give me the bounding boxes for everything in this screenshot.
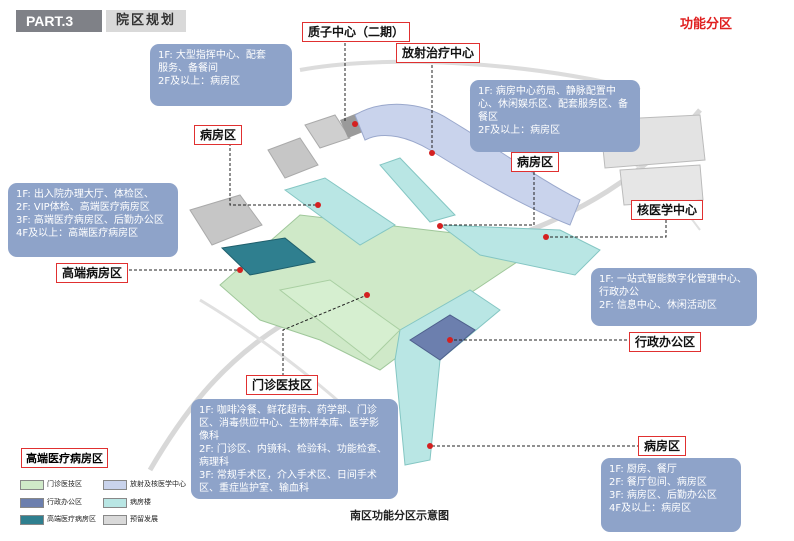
legend-swatch <box>103 498 127 508</box>
markers <box>237 121 549 449</box>
road-curve <box>299 59 641 92</box>
legend-label: 放射及核医学中心 <box>130 480 186 488</box>
leader-line <box>282 294 368 376</box>
grey-building <box>189 194 263 246</box>
label-ward-bottom: 病房区 <box>638 436 687 456</box>
box-line: 1F: 病房中心药局、静脉配置中 <box>478 86 616 97</box>
box-line: 4F及以上：病房区 <box>609 503 692 514</box>
box-line: 区、消毒供应中心、生物样本库、医学影 <box>199 418 379 429</box>
legend-label: 高端医疗病房区 <box>47 515 96 523</box>
leader-line <box>229 143 318 206</box>
marker-dot <box>364 292 370 298</box>
box-line: 1F: 咖啡冷餐、鲜花超市、药学部、门诊 <box>199 405 377 416</box>
box-line: 1F: 出入院办理大厅、体检区、 <box>16 189 154 200</box>
marker-dot <box>543 234 549 240</box>
box-line: 3F: 常规手术区，介入手术区、日间手术 <box>199 470 377 481</box>
grey-building <box>304 114 351 149</box>
box-line: 2F: 餐厅包间、病房区 <box>609 477 707 488</box>
box-line: 1F: 一站式智能数字化管理中心、 <box>599 274 747 285</box>
marker-dot <box>352 121 358 127</box>
desc-box-bottom-right: 1F: 厨房、餐厅 2F: 餐厅包间、病房区 3F: 病房区、后勤办公区 4F及… <box>601 458 741 532</box>
box-line: 服务、备餐间 <box>158 63 218 74</box>
legend-label: 预留发展 <box>130 515 158 523</box>
marker-dot <box>437 223 443 229</box>
ward-arm-southwest <box>278 279 401 361</box>
legend-swatch <box>103 515 127 525</box>
radiation-center-building <box>354 103 581 226</box>
label-outpatient: 门诊医技区 <box>246 375 319 395</box>
box-line: 心、休闲娱乐区、配套服务区、备 <box>478 99 628 110</box>
legend-swatch <box>20 480 44 490</box>
label-proton-center: 质子中心（二期） <box>302 22 411 42</box>
ward-arm-center <box>379 157 456 223</box>
desc-box-right: 1F: 一站式智能数字化管理中心、 行政办公 2F: 信息中心、休闲活动区 <box>591 268 757 326</box>
box-line: 1F: 厨房、餐厅 <box>609 464 677 475</box>
box-line: 1F: 大型指挥中心、配套 <box>158 50 266 61</box>
box-line: 区、重症监护室、输血科 <box>199 483 309 494</box>
label-nuclear-medicine: 核医学中心 <box>631 200 704 220</box>
part-badge: PART.3 <box>16 10 102 32</box>
section-title: 院区规划 <box>106 10 186 32</box>
label-high-end-ward: 高端病房区 <box>56 263 129 283</box>
admin-building <box>409 314 476 361</box>
marker-dot <box>427 443 433 449</box>
label-radiotherapy-center: 放射治疗中心 <box>396 43 481 63</box>
desc-box-top-right: 1F: 病房中心药局、静脉配置中 心、休闲娱乐区、配套服务区、备 餐区 2F及以… <box>470 80 640 152</box>
marker-dot <box>237 267 243 273</box>
high-end-ward-building <box>220 237 317 276</box>
box-line: 2F: VIP体检、高端医疗病房区 <box>16 202 150 213</box>
legend-label: 病房楼 <box>130 498 151 506</box>
desc-box-center: 1F: 咖啡冷餐、鲜花超市、药学部、门诊 区、消毒供应中心、生物样本库、医学影 … <box>191 399 398 499</box>
box-line: 病理科 <box>199 457 229 468</box>
leader-line <box>440 167 535 226</box>
box-line: 2F及以上：病房区 <box>158 76 241 87</box>
legend-swatch <box>20 498 44 508</box>
grey-building <box>267 137 319 179</box>
box-line: 2F及以上：病房区 <box>478 125 561 136</box>
desc-box-left: 1F: 出入院办理大厅、体检区、 2F: VIP体检、高端医疗病房区 3F: 高… <box>8 183 178 257</box>
leader-line <box>546 215 667 238</box>
legend-swatch <box>103 480 127 490</box>
box-line: 3F: 病房区、后勤办公区 <box>609 490 717 501</box>
ward-arm-left <box>283 177 396 246</box>
desc-box-top-left: 1F: 大型指挥中心、配套 服务、备餐间 2F及以上：病房区 <box>150 44 292 106</box>
box-line: 餐区 <box>478 112 498 123</box>
page-heading: 功能分区 <box>680 17 733 32</box>
box-line: 4F及以上：高端医疗病房区 <box>16 228 139 239</box>
marker-dot <box>447 337 453 343</box>
marker-dot <box>429 150 435 156</box>
box-line: 像科 <box>199 431 219 442</box>
label-admin-office: 行政办公区 <box>629 332 702 352</box>
label-ward-right: 病房区 <box>511 152 560 172</box>
legend-title: 高端医疗病房区 <box>21 448 108 468</box>
legend-label: 门诊医技区 <box>47 480 82 488</box>
label-ward-top: 病房区 <box>194 125 243 145</box>
box-line: 2F: 信息中心、休闲活动区 <box>599 300 717 311</box>
figure-caption: 南区功能分区示意图 <box>350 509 449 522</box>
box-line: 2F: 门诊区、内镜科、检验科、功能检查、 <box>199 444 387 455</box>
marker-dot <box>315 202 321 208</box>
legend-label: 行政办公区 <box>47 498 82 506</box>
leader-lines <box>124 38 667 447</box>
legend-swatch <box>20 515 44 525</box>
box-line: 3F: 高端医疗病房区、后勤办公区 <box>16 215 164 226</box>
box-line: 行政办公 <box>599 287 639 298</box>
grey-building <box>619 164 704 206</box>
